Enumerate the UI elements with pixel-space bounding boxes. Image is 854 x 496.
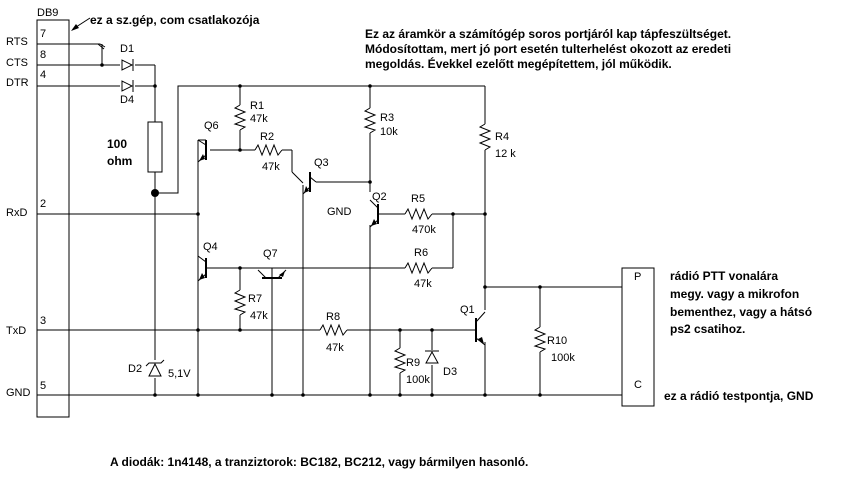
resistor-r8 [319, 323, 348, 337]
diode-d1 [121, 59, 134, 71]
transistor-q2 [369, 199, 384, 228]
junction-dots [100, 63, 542, 397]
r8-value: 47k [326, 342, 344, 354]
r7-value: 47k [250, 310, 268, 322]
r3-value: 10k [380, 126, 398, 138]
footer-note: A diodák: 1n4148, a tranziztorok: BC182,… [110, 455, 528, 469]
r4-value: 12 k [495, 148, 516, 160]
r9-value: 100k [406, 374, 430, 386]
pin-7-number: 7 [40, 28, 46, 40]
diode-d4 [121, 80, 134, 92]
q1-label: Q1 [460, 304, 475, 316]
d2-label: D2 [128, 363, 142, 375]
resistor-r10 [533, 326, 547, 353]
transistor-q1 [472, 311, 486, 346]
r1-label: R1 [250, 100, 264, 112]
ptt-note-line-1: rádió PTT vonalára [670, 269, 778, 283]
resistor-r7 [233, 289, 247, 316]
db9-label: DB9 [37, 7, 58, 19]
transistor-q6 [197, 139, 207, 163]
diode-d3 [425, 350, 439, 364]
pin-gnd-label: GND [6, 387, 31, 399]
transistor-q4 [197, 255, 210, 282]
d1-label: D1 [120, 43, 134, 55]
pin-dtr-label: DTR [6, 77, 29, 89]
r9-label: R9 [406, 357, 420, 369]
r6-value: 47k [414, 278, 432, 290]
pin-rts-label: RTS [6, 36, 28, 48]
r1-value: 47k [250, 113, 268, 125]
resistor-r1 [233, 104, 247, 131]
r100-value: 100 [107, 137, 127, 151]
output-pin-p-label: P [634, 271, 641, 283]
pin-8-number: 8 [40, 49, 46, 61]
pin-cts-label: CTS [6, 57, 28, 69]
description-line-3: megoldás. Évekkel ezelőtt megépítettem, … [365, 56, 672, 71]
ptt-note-line-2: megy. vagy a mikrofon [670, 287, 799, 301]
gnd-near-q3: GND [327, 206, 352, 218]
r2-label: R2 [260, 131, 274, 143]
r4-label: R4 [495, 131, 509, 143]
resistor-r3 [363, 107, 377, 134]
r10-value: 100k [551, 352, 575, 364]
transistor-q7 [257, 268, 287, 279]
r5-label: R5 [411, 193, 425, 205]
r7-label: R7 [248, 293, 262, 305]
pin-rxd-label: RxD [6, 207, 27, 219]
ground-note: ez a rádió testpontja, GND [664, 389, 814, 403]
resistor-r9 [393, 347, 407, 374]
r5-value: 470k [412, 224, 436, 236]
db9-connector: DB9 RTS CTS DTR RxD TxD GND 7 8 4 2 3 5 [6, 7, 70, 418]
r8-label: R8 [326, 311, 340, 323]
q6-label: Q6 [204, 120, 219, 132]
pin-txd-label: TxD [6, 325, 26, 337]
q3-label: Q3 [314, 157, 329, 169]
d2-value: 5,1V [168, 368, 191, 380]
schematic-wires [37, 43, 622, 396]
r6-label: R6 [414, 247, 428, 259]
q7-label: Q7 [263, 248, 278, 260]
resistor-r2 [254, 143, 283, 157]
resistor-r4 [478, 123, 492, 151]
r10-label: R10 [547, 335, 567, 347]
resistor-r5 [404, 207, 433, 221]
resistor-r6 [404, 261, 433, 275]
description-line-1: Ez az áramkör a számítógép soros portjár… [365, 27, 731, 41]
description-line-2: Módosítottam, mert jó port esetén tulter… [365, 42, 731, 56]
pc-note-arrow [71, 17, 91, 31]
d3-label: D3 [443, 366, 457, 378]
transistor-q3 [302, 172, 317, 195]
pin-3-number: 3 [40, 315, 46, 327]
ptt-note-line-4: ps2 csatihoz. [670, 322, 745, 336]
pc-side-note: ez a sz.gép, com csatlakozója [90, 13, 260, 27]
d4-label: D4 [120, 94, 134, 106]
r3-label: R3 [380, 112, 394, 124]
output-pin-c-label: C [634, 379, 642, 391]
output-connector [621, 267, 655, 407]
zener-d2 [145, 359, 165, 377]
resistor-100-ohm [147, 121, 163, 173]
pin-2-number: 2 [40, 198, 46, 210]
r100-unit: ohm [107, 154, 132, 168]
q2-label: Q2 [372, 191, 387, 203]
q4-label: Q4 [203, 241, 218, 253]
ptt-note-line-3: bementhez, vagy a hátsó [670, 305, 812, 319]
pin-4-number: 4 [40, 69, 46, 81]
r2-value: 47k [262, 161, 280, 173]
pin-5-number: 5 [40, 380, 46, 392]
